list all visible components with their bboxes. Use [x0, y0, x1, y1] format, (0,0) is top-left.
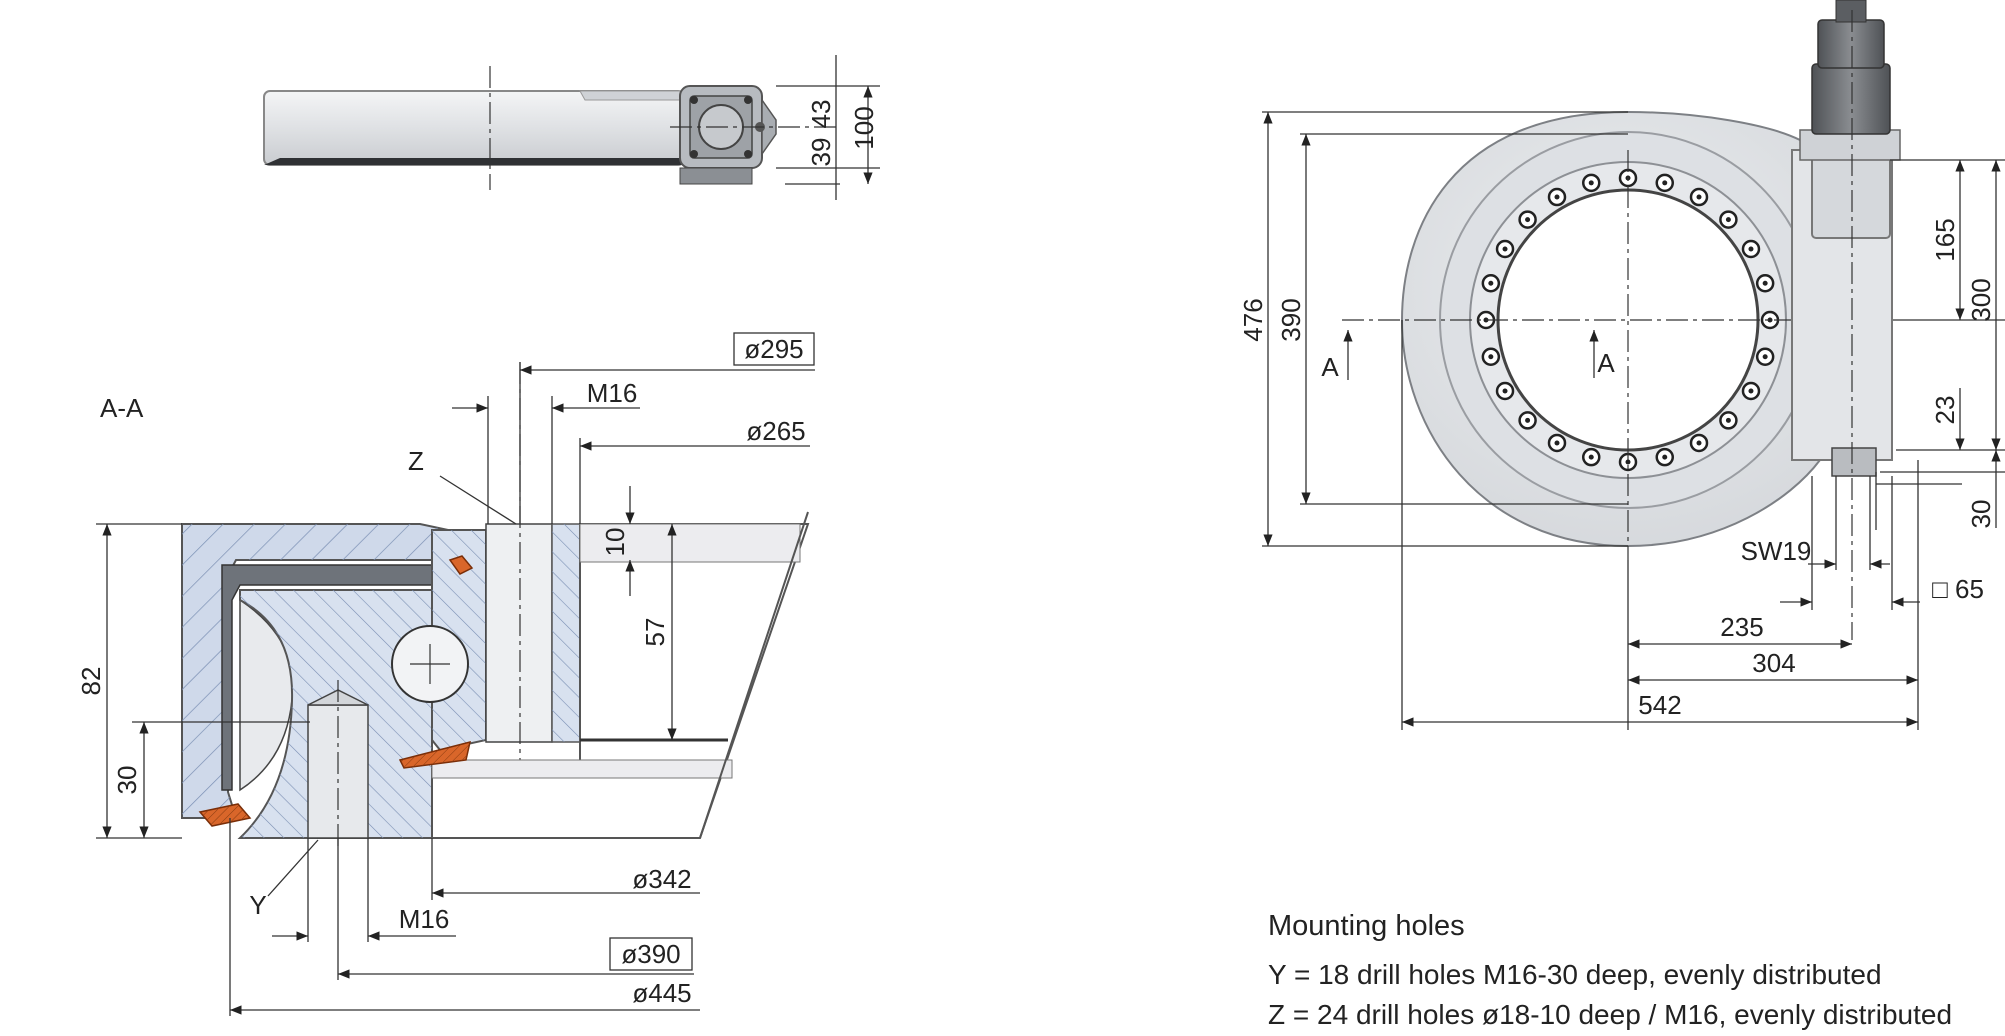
dim-sw19: SW19	[1741, 536, 1812, 566]
motor	[1811, 63, 1891, 135]
mounting-holes-notes: Mounting holes Y = 18 drill holes M16-30…	[1268, 910, 1968, 1035]
dim-82: 82	[76, 667, 106, 696]
section-marker-left: A	[1321, 352, 1339, 382]
bolt-hole-center	[1696, 440, 1702, 446]
bolt-hole-center	[1748, 388, 1754, 394]
bolt-hole-center	[1762, 280, 1768, 286]
dim-d265: ø265	[746, 416, 805, 446]
bolt-hole-center	[1662, 454, 1668, 460]
bolt-hole-center	[1748, 246, 1754, 252]
dim-304: 304	[1752, 648, 1795, 678]
bolt-hole-center	[1696, 194, 1702, 200]
plan-view: A A 476 390 165 300 23 30 SW19	[1238, 0, 2005, 730]
dim-30-plan: 30	[1966, 500, 1996, 529]
bolt-hole-center	[1488, 280, 1494, 286]
bolt-y	[307, 680, 369, 850]
bolt-hole-center	[1502, 246, 1508, 252]
dim-235: 235	[1720, 612, 1763, 642]
dim-100: 100	[849, 106, 879, 149]
dim-300: 300	[1966, 278, 1996, 321]
bolt-hole-center	[1662, 180, 1668, 186]
bolt-hole-center	[1588, 180, 1594, 186]
bolt-hole-center	[1588, 454, 1594, 460]
section-view: A-A	[76, 332, 815, 1016]
section-marker-right: A	[1597, 348, 1615, 378]
bolt-hole-center	[1725, 217, 1731, 223]
bolt-hole-center	[1762, 354, 1768, 360]
bore-z	[485, 362, 581, 770]
dim-165: 165	[1930, 218, 1960, 261]
dim-m16-top: M16	[587, 378, 638, 408]
dim-d295: ø295	[744, 334, 803, 364]
dim-sq65: □ 65	[1932, 574, 1984, 604]
dim-d342: ø342	[632, 864, 691, 894]
bolt-hole-center	[1525, 417, 1531, 423]
label-y: Y	[249, 890, 266, 920]
dim-d390: ø390	[621, 939, 680, 969]
bolt-hole-center	[1554, 194, 1560, 200]
dim-39: 39	[806, 138, 836, 167]
bolt-hole-center	[1625, 459, 1631, 465]
dim-10: 10	[600, 528, 630, 557]
section-label: A-A	[100, 393, 144, 423]
dim-476: 476	[1238, 298, 1268, 341]
bolt-hole-center	[1488, 354, 1494, 360]
bolt-hole-center	[1767, 317, 1773, 323]
notes-z-line: Z = 24 drill holes ø18-10 deep / M16, ev…	[1268, 999, 1953, 1030]
side-view: 43 39 100	[263, 55, 880, 200]
notes-y-line: Y = 18 drill holes M16-30 deep, evenly d…	[1268, 959, 1882, 990]
label-z: Z	[408, 446, 424, 476]
dim-m16-bottom: M16	[399, 904, 450, 934]
dim-23: 23	[1930, 396, 1960, 425]
dim-d445: ø445	[632, 978, 691, 1008]
bolt-hole-center	[1725, 417, 1731, 423]
dim-30: 30	[112, 766, 142, 795]
dim-542: 542	[1638, 690, 1681, 720]
dim-390: 390	[1276, 298, 1306, 341]
ring-body-side	[263, 90, 685, 166]
notes-title: Mounting holes	[1268, 910, 1465, 942]
bolt-hole-center	[1525, 217, 1531, 223]
ring-base-edge	[264, 158, 684, 165]
dim-43: 43	[806, 100, 836, 129]
drive-housing-side	[679, 85, 777, 185]
bolt-hole-center	[1502, 388, 1508, 394]
dim-57: 57	[640, 618, 670, 647]
bolt-hole-center	[1554, 440, 1560, 446]
